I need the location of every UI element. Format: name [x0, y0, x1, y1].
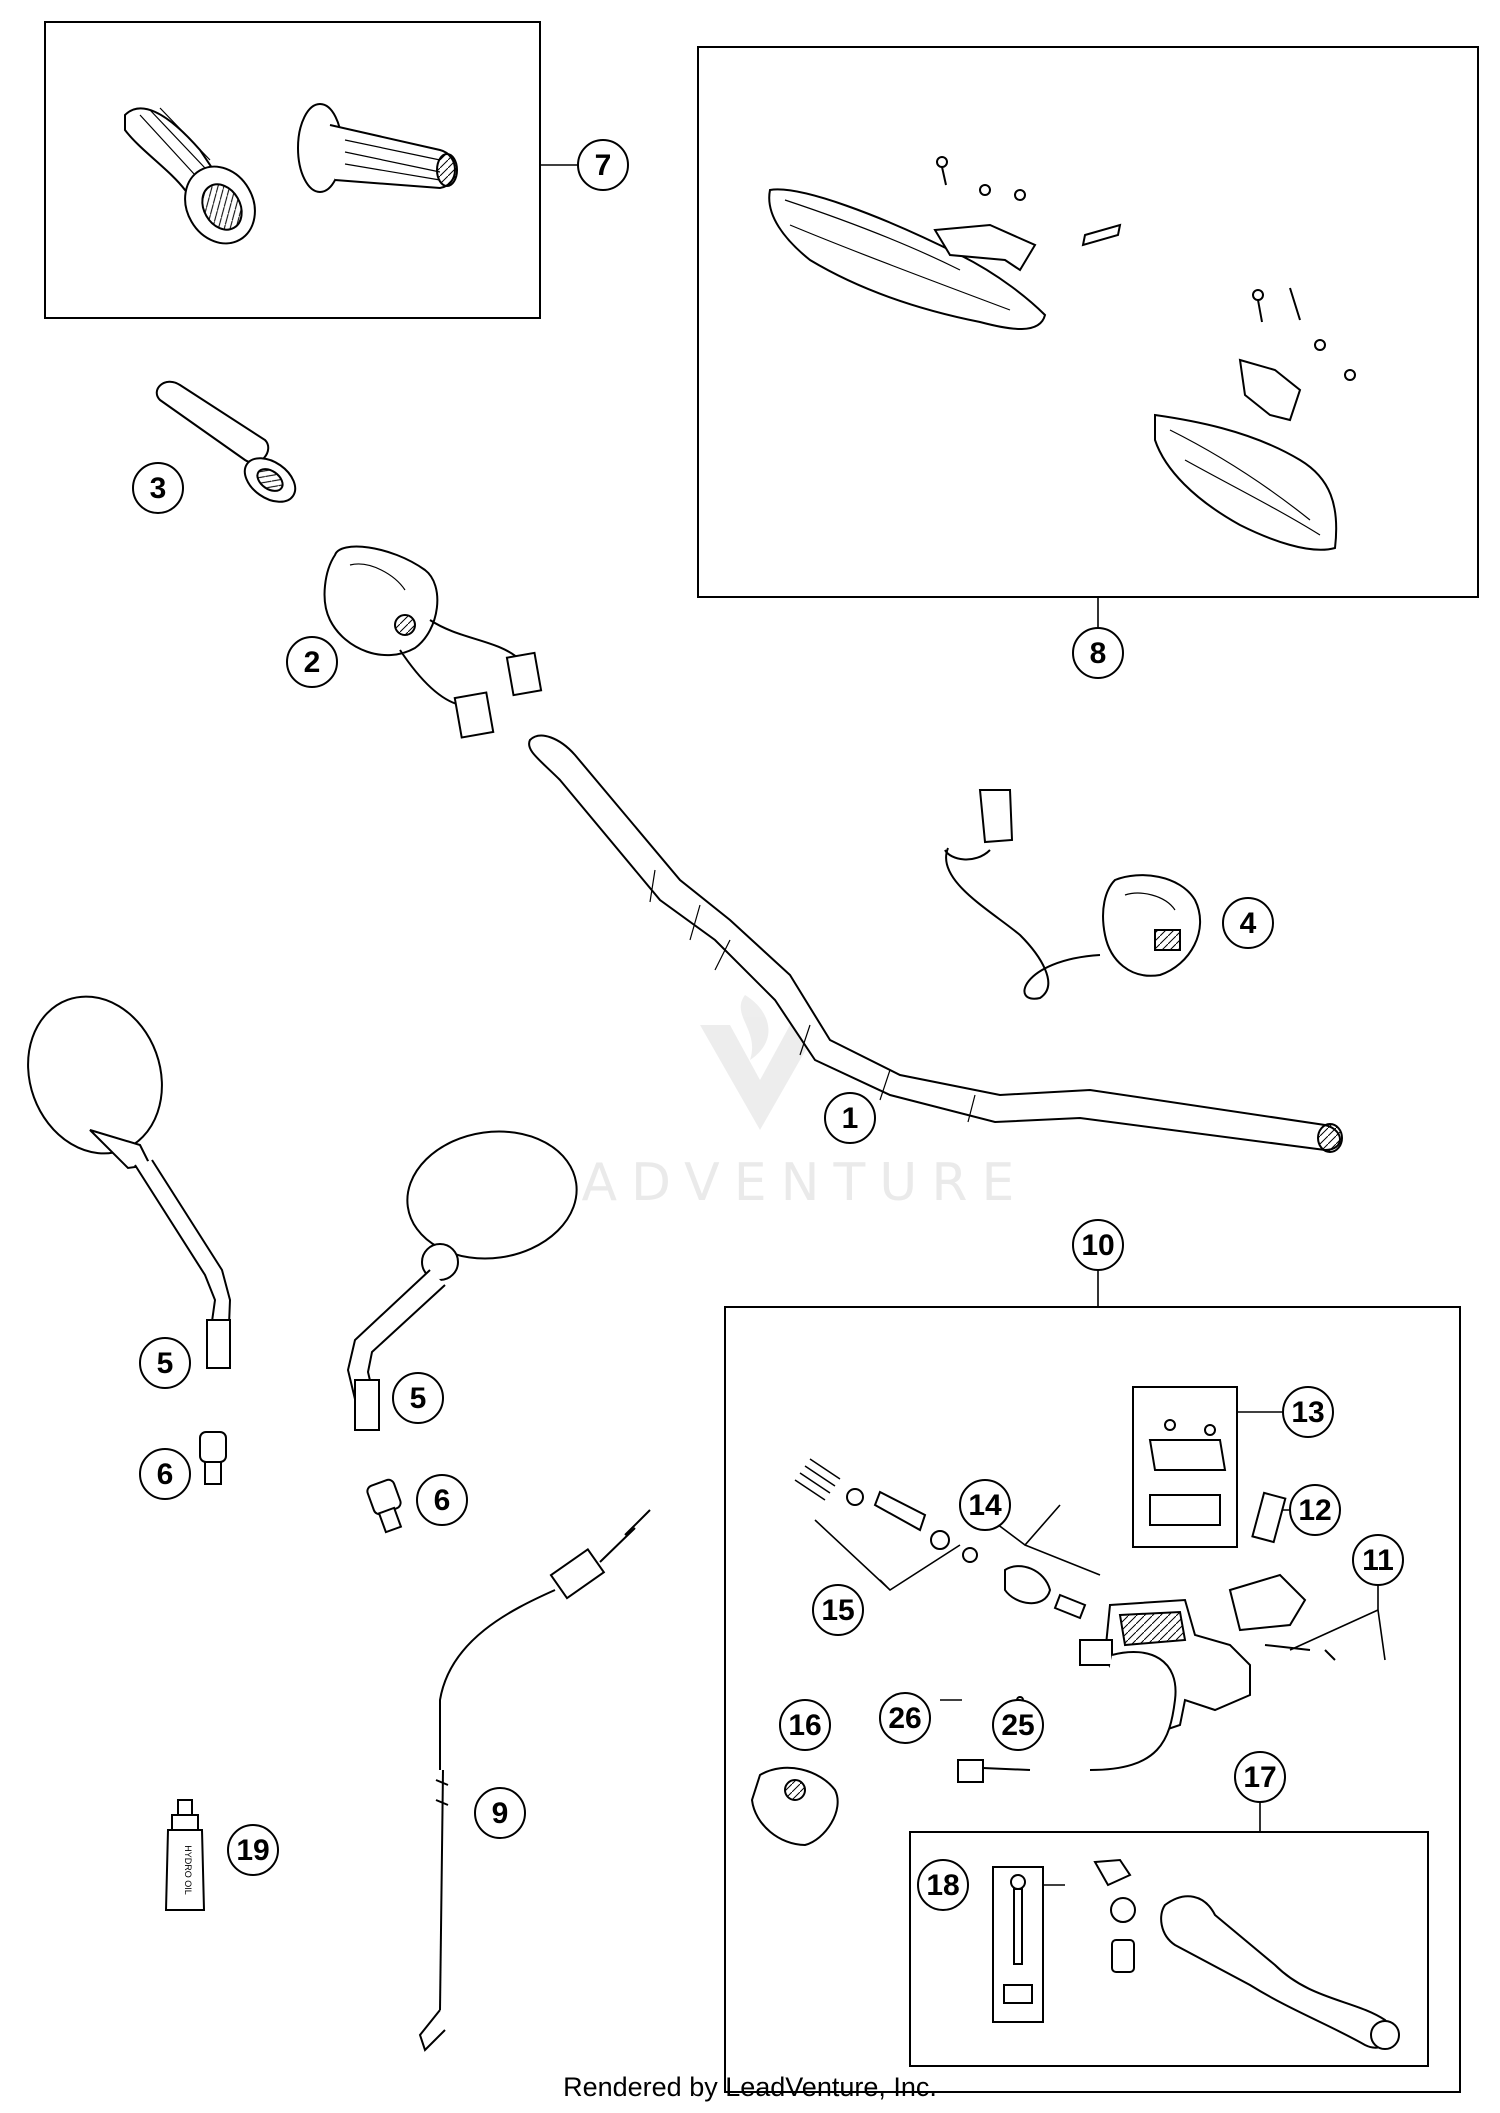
- svg-text:11: 11: [1362, 1544, 1394, 1577]
- svg-text:7: 7: [595, 149, 612, 182]
- callout-4: 4: [1222, 897, 1274, 949]
- box-lever: [909, 1831, 1429, 2067]
- svg-text:5: 5: [410, 1382, 427, 1415]
- callout-25: 25: [992, 1699, 1044, 1751]
- callout-12: 12: [1289, 1484, 1341, 1536]
- leadventure-watermark: LEADVENTURE: [492, 995, 1029, 1213]
- svg-text:10: 10: [1081, 1229, 1114, 1262]
- box-grips: [44, 21, 541, 319]
- handguard-upper: [768, 156, 1122, 330]
- svg-text:13: 13: [1291, 1396, 1324, 1429]
- callout-2: 2: [286, 636, 338, 688]
- svg-text:19: 19: [236, 1834, 269, 1867]
- adapter-left: [199, 1431, 227, 1485]
- throttle-cable: [418, 1509, 651, 2052]
- svg-text:2: 2: [304, 646, 321, 679]
- box-reservoir-cover: [1132, 1386, 1238, 1548]
- svg-text:8: 8: [1090, 637, 1107, 670]
- callout-19: 19: [227, 1824, 279, 1876]
- callout-3: 3: [132, 462, 184, 514]
- callout-15: 15: [812, 1584, 864, 1636]
- svg-text:26: 26: [888, 1702, 921, 1735]
- svg-text:1: 1: [842, 1102, 859, 1135]
- callout-5-right: 5: [392, 1372, 444, 1424]
- svg-text:12: 12: [1298, 1494, 1331, 1527]
- callout-6-left: 6: [139, 1448, 191, 1500]
- mirror-right: [346, 1130, 578, 1431]
- oil-label: HYDRO OIL: [183, 1845, 193, 1895]
- callout-13: 13: [1282, 1386, 1334, 1438]
- grip-left: [124, 107, 256, 245]
- master-cylinder-parts: [750, 1419, 1400, 2050]
- svg-text:4: 4: [1240, 907, 1257, 940]
- callout-18: 18: [917, 1859, 969, 1911]
- throttle-tube: [155, 380, 297, 503]
- handlebar: [528, 734, 1343, 1153]
- left-switch: [323, 545, 543, 739]
- box-lever-bolt: [992, 1866, 1044, 2023]
- watermark-text: LEADVENTURE: [492, 1153, 1029, 1213]
- svg-text:9: 9: [492, 1797, 509, 1830]
- right-switch: [944, 789, 1201, 1000]
- box-handguards: [697, 46, 1479, 598]
- callout-26: 26: [879, 1692, 931, 1744]
- svg-text:6: 6: [434, 1484, 451, 1517]
- mirror-left: [27, 995, 232, 1369]
- svg-text:6: 6: [157, 1458, 174, 1491]
- callout-circles: 7 8 3 2 4 1 5 5 6 6 10 13 14 12 11 15 16…: [132, 139, 1404, 1911]
- callout-7: 7: [577, 139, 629, 191]
- callout-11: 11: [1352, 1534, 1404, 1586]
- callout-16: 16: [779, 1699, 831, 1751]
- oil-bottle: HYDRO OIL: [164, 1799, 206, 1911]
- box-clutch-master: [724, 1306, 1461, 2093]
- callout-6-right: 6: [416, 1474, 468, 1526]
- svg-text:3: 3: [150, 472, 167, 505]
- svg-text:25: 25: [1001, 1709, 1034, 1742]
- grip-right: [297, 103, 458, 193]
- callout-9: 9: [474, 1787, 526, 1839]
- footer-credit: Rendered by LeadVenture, Inc.: [563, 2072, 937, 2102]
- svg-text:18: 18: [926, 1869, 959, 1902]
- callout-10: 10: [1072, 1219, 1124, 1271]
- svg-text:17: 17: [1243, 1761, 1276, 1794]
- svg-text:5: 5: [157, 1347, 174, 1380]
- callout-14: 14: [959, 1479, 1011, 1531]
- svg-text:16: 16: [788, 1709, 821, 1742]
- callout-17: 17: [1234, 1751, 1286, 1803]
- svg-text:14: 14: [968, 1489, 1002, 1522]
- handguard-lower: [1154, 287, 1356, 551]
- svg-text:15: 15: [821, 1594, 854, 1627]
- callout-8: 8: [1072, 627, 1124, 679]
- callout-1: 1: [824, 1092, 876, 1144]
- callout-5-left: 5: [139, 1337, 191, 1389]
- adapter-right: [366, 1478, 403, 1534]
